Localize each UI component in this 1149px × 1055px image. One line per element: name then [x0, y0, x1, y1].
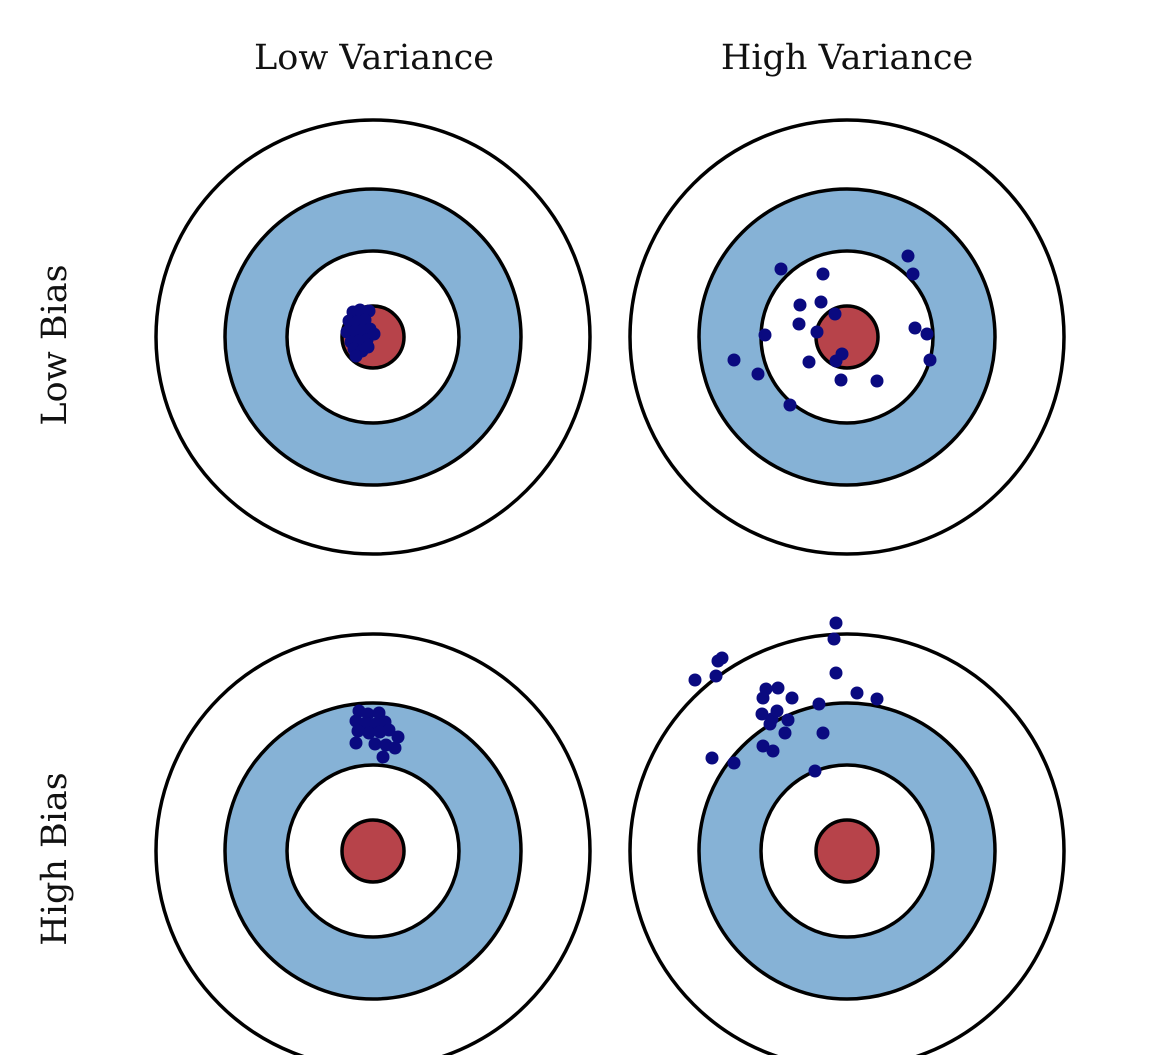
shot-point — [755, 707, 769, 721]
column-label-low-variance: Low Variance — [254, 38, 494, 78]
shot-point — [781, 713, 795, 727]
shot-point — [770, 704, 784, 718]
shot-point — [376, 750, 390, 764]
shot-point — [391, 730, 405, 744]
shot-point — [812, 697, 826, 711]
shot-point — [920, 327, 934, 341]
target-low-bias-low-variance — [154, 118, 592, 556]
shot-point — [778, 726, 792, 740]
shot-point — [834, 373, 848, 387]
shot-point — [870, 374, 884, 388]
shot-point — [349, 349, 363, 363]
shot-point — [709, 669, 723, 683]
shot-point — [793, 298, 807, 312]
shot-point — [359, 716, 373, 730]
shot-point — [756, 739, 770, 753]
shot-point — [829, 616, 843, 630]
shot-point — [766, 744, 780, 758]
shot-point — [382, 723, 396, 737]
target-low-bias-high-variance — [628, 118, 1066, 556]
shot-point — [758, 328, 772, 342]
shot-point — [756, 691, 770, 705]
shot-point — [774, 262, 788, 276]
shot-point — [802, 355, 816, 369]
shot-point — [711, 654, 725, 668]
shot-point — [816, 726, 830, 740]
shot-point — [688, 673, 702, 687]
shot-point — [810, 325, 824, 339]
shot-point — [705, 751, 719, 765]
shot-point — [771, 681, 785, 695]
shot-point — [923, 353, 937, 367]
shot-point — [828, 307, 842, 321]
shot-point — [727, 353, 741, 367]
target-high-bias-low-variance — [154, 632, 592, 1055]
shot-point — [906, 267, 920, 281]
shot-point — [727, 756, 741, 770]
shot-point — [816, 267, 830, 281]
shot-point — [814, 295, 828, 309]
shot-point — [870, 692, 884, 706]
shot-point — [367, 327, 381, 341]
shot-point — [763, 717, 777, 731]
shot-point — [785, 691, 799, 705]
shot-point — [388, 741, 402, 755]
bullseye — [814, 818, 880, 884]
shot-point — [349, 736, 363, 750]
shot-point — [901, 249, 915, 263]
shot-point — [829, 666, 843, 680]
shot-point — [792, 317, 806, 331]
shot-point — [827, 632, 841, 646]
shot-point — [808, 764, 822, 778]
shot-point — [351, 724, 365, 738]
shot-point — [751, 367, 765, 381]
shot-point — [362, 726, 376, 740]
bullseye — [340, 818, 406, 884]
column-label-high-variance: High Variance — [720, 38, 974, 78]
shot-point — [850, 686, 864, 700]
target-high-bias-high-variance — [628, 616, 1066, 1055]
shot-point — [835, 347, 849, 361]
bullseye — [814, 304, 880, 370]
shot-point — [361, 340, 375, 354]
shot-point — [368, 737, 382, 751]
shot-point — [783, 398, 797, 412]
shot-point — [908, 321, 922, 335]
shot-point — [349, 714, 363, 728]
